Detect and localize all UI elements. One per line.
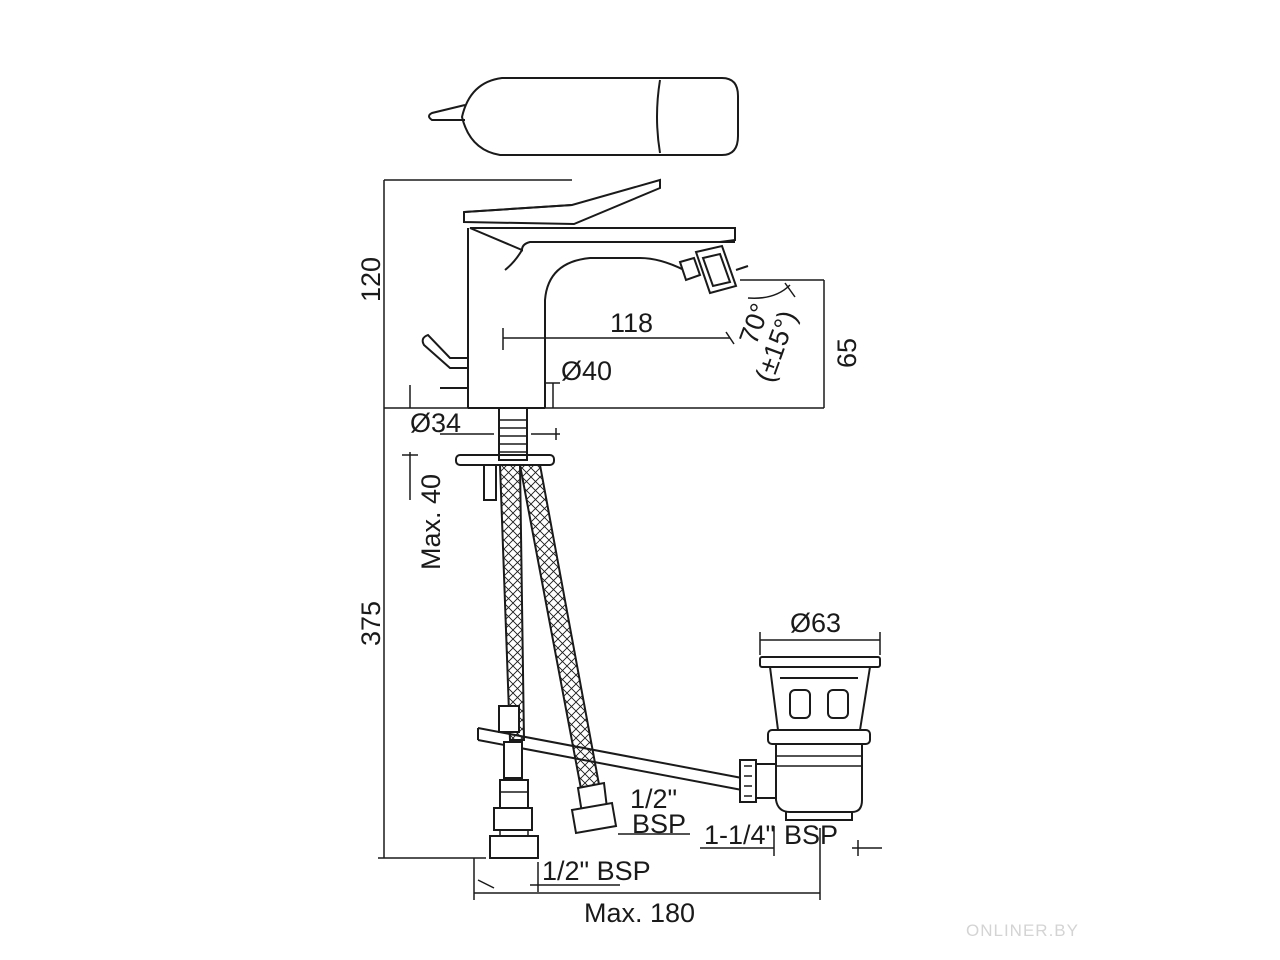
bsp-half-left-label: 1/2" BSP xyxy=(542,856,651,886)
watermark: ONLINER.BY xyxy=(966,921,1079,940)
bsp-1-1-4-bsp-label: BSP xyxy=(784,820,838,850)
top-view-outline xyxy=(428,77,739,156)
pop-up-waste xyxy=(739,656,881,821)
dim-120-label: 120 xyxy=(356,257,386,302)
bsp-half-right-bottom-label: BSP xyxy=(632,809,686,839)
dim-65-label: 65 xyxy=(832,338,862,368)
dim-375-label: 375 xyxy=(356,601,386,646)
shank-and-hoses xyxy=(455,407,743,859)
dia-40-label: Ø40 xyxy=(561,356,612,386)
bsp-half-right-top-label: 1/2" xyxy=(630,784,677,814)
bsp-1-1-4-label: 1-1/4" xyxy=(704,820,775,850)
dia-63-label: Ø63 xyxy=(790,608,841,638)
bidet-nozzle xyxy=(678,244,749,295)
mixer-body xyxy=(421,178,749,409)
max-40-label: Max. 40 xyxy=(416,474,446,570)
dia-34-label: Ø34 xyxy=(410,408,461,438)
dim-118-label: 118 xyxy=(610,308,653,338)
max-180-label: Max. 180 xyxy=(584,898,695,928)
dimension-lines xyxy=(378,179,882,900)
